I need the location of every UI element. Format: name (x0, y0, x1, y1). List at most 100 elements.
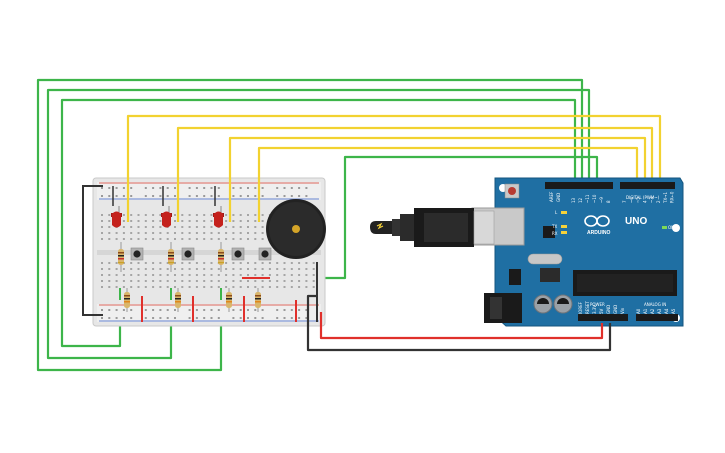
breadboard-hole (254, 262, 257, 264)
pushbutton-1[interactable] (130, 247, 144, 261)
resistor-5[interactable] (175, 288, 181, 312)
breadboard-hole (144, 187, 147, 189)
breadboard-hole (232, 187, 235, 189)
breadboard-hole (195, 286, 198, 288)
resistor-7[interactable] (255, 288, 261, 312)
usb-cable[interactable] (370, 208, 495, 247)
breadboard-hole (261, 238, 264, 240)
breadboard-hole (122, 187, 125, 189)
breadboard-hole (130, 187, 133, 189)
led-3[interactable] (213, 186, 224, 228)
breadboard-hole (122, 195, 125, 197)
green-jumpers[interactable] (119, 288, 222, 300)
pushbutton-2[interactable] (181, 247, 195, 261)
arduino-uno[interactable]: ARDUINO UNO DIGITAL (PWM~) ANALOG IN POW… (471, 177, 684, 327)
breadboard-hole (254, 286, 257, 288)
pin-label: ~3 (649, 197, 654, 203)
breadboard-hole (276, 187, 279, 189)
breadboard-hole (217, 286, 220, 288)
breadboard-hole (210, 238, 213, 240)
breadboard-hole (254, 238, 257, 240)
breadboard-hole (298, 274, 301, 276)
breadboard-hole (174, 220, 176, 222)
resistor-1[interactable] (118, 242, 124, 272)
breadboard-hole (210, 274, 213, 276)
breadboard-hole (312, 286, 315, 288)
breadboard-hole (152, 309, 155, 311)
breadboard-hole (247, 268, 249, 270)
breadboard-hole (159, 238, 162, 240)
pushbutton-3[interactable] (231, 247, 245, 261)
pin-label: 13 (571, 197, 576, 203)
breadboard-hole (225, 220, 228, 222)
breadboard-hole (144, 274, 147, 276)
yellow-wires[interactable] (126, 114, 662, 222)
breadboard-hole (159, 274, 162, 276)
resistor-4[interactable] (124, 288, 130, 312)
breadboard-hole (181, 214, 184, 216)
breadboard-hole (239, 317, 242, 319)
breadboard-hole (247, 274, 249, 276)
black-wire-left[interactable] (82, 185, 103, 316)
breadboard-hole (203, 232, 206, 234)
breadboard-hole (137, 226, 140, 228)
breadboard-hole (101, 214, 103, 216)
buzzer[interactable] (266, 199, 326, 259)
resistor-2[interactable] (168, 242, 174, 272)
breadboard-hole (203, 280, 206, 282)
breadboard-hole (203, 274, 206, 276)
board-brand: ARDUINO (587, 230, 610, 236)
breadboard-hole (247, 187, 249, 189)
breadboard-hole (101, 268, 103, 270)
pin-label: 8 (606, 200, 611, 203)
black-ground-wire[interactable] (306, 294, 612, 352)
breadboard-hole (203, 220, 206, 222)
digital-header-label: DIGITAL (PWM~) (626, 195, 660, 200)
breadboard-hole (159, 280, 162, 282)
breadboard-hole (261, 309, 264, 311)
breadboard-hole (203, 286, 206, 288)
breadboard-hole (298, 268, 301, 270)
breadboard-hole (181, 262, 184, 264)
breadboard-hole (144, 268, 147, 270)
breadboard-hole (152, 280, 155, 282)
breadboard-hole (225, 232, 228, 234)
resistor-6[interactable] (226, 288, 232, 312)
breadboard-hole (261, 187, 264, 189)
breadboard-hole (144, 195, 147, 197)
breadboard-hole (108, 262, 111, 264)
breadboard-hole (159, 286, 162, 288)
breadboard-hole (152, 317, 155, 319)
resistor-3[interactable] (218, 242, 224, 272)
breadboard-hole (101, 262, 103, 264)
led-2[interactable] (161, 186, 172, 228)
breadboard-hole (254, 214, 257, 216)
breadboard-hole (195, 309, 198, 311)
breadboard-hole (210, 268, 213, 270)
led-1[interactable] (111, 186, 122, 228)
breadboard-hole (225, 274, 228, 276)
breadboard-hole (174, 317, 176, 319)
breadboard-hole (232, 317, 235, 319)
pushbutton-4[interactable] (258, 247, 272, 261)
breadboard-hole (152, 226, 155, 228)
breadboard-hole (108, 220, 111, 222)
breadboard-hole (108, 195, 111, 197)
breadboard-hole (232, 220, 235, 222)
breadboard-hole (188, 187, 191, 189)
breadboard-hole (130, 317, 133, 319)
tx-label: TX (551, 224, 557, 229)
breadboard-hole (108, 274, 111, 276)
breadboard-hole (137, 220, 140, 222)
breadboard-hole (130, 220, 133, 222)
breadboard-hole (130, 232, 133, 234)
breadboard-hole (195, 280, 198, 282)
breadboard-hole (181, 226, 184, 228)
pin-label: RX←0 (670, 191, 675, 203)
red-power-wire[interactable] (319, 312, 604, 340)
pin-label: IOREF (578, 301, 583, 314)
breadboard-hole (137, 286, 140, 288)
breadboard-hole (101, 187, 103, 189)
red-jumpers[interactable] (141, 277, 297, 322)
breadboard-hole (144, 220, 147, 222)
